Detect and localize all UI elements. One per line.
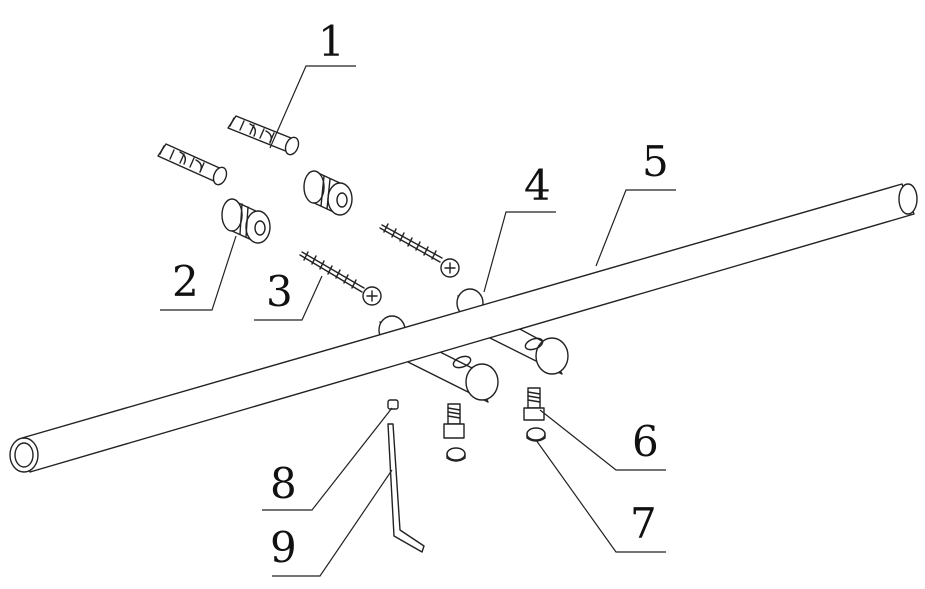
part-9-hex-key bbox=[387, 423, 425, 553]
callout-2: 2 bbox=[172, 257, 199, 306]
callout-4: 4 bbox=[524, 161, 551, 210]
callout-5: 5 bbox=[642, 137, 669, 186]
part-2-spacer-collar bbox=[221, 170, 353, 244]
leader-lines bbox=[160, 65, 676, 577]
callout-9: 9 bbox=[270, 523, 297, 572]
callout-labels: 1 2 3 4 5 6 7 8 9 bbox=[172, 17, 669, 572]
callout-8: 8 bbox=[270, 459, 297, 508]
callout-1: 1 bbox=[318, 17, 345, 66]
callout-6: 6 bbox=[632, 417, 659, 466]
part-7-cap bbox=[446, 427, 546, 462]
part-1-wall-anchor bbox=[157, 115, 300, 186]
part-3-screw bbox=[299, 223, 460, 306]
part-6-set-screw bbox=[443, 387, 545, 439]
callout-3: 3 bbox=[266, 267, 293, 316]
part-5-rod bbox=[9, 183, 918, 473]
callout-7: 7 bbox=[630, 499, 657, 548]
part-8-plug bbox=[387, 399, 399, 410]
